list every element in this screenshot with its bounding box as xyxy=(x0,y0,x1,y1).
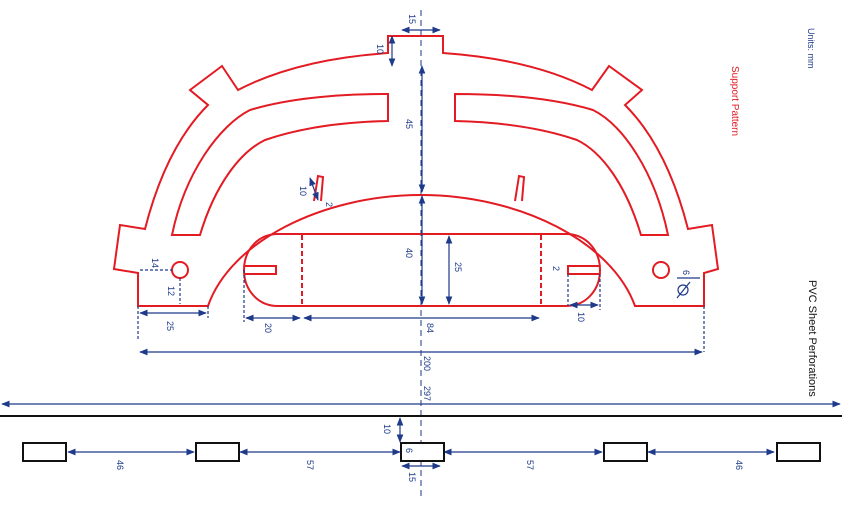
dim-84: 84 xyxy=(425,323,435,333)
strip-left-notch xyxy=(244,265,277,275)
dim-40: 40 xyxy=(404,248,414,258)
perforation-1 xyxy=(22,442,67,462)
perforation-4 xyxy=(603,442,648,462)
dim-57-right: 57 xyxy=(525,460,535,470)
perforations-label: PVC Sheet Perforations xyxy=(806,280,818,397)
strip-right-notch xyxy=(567,265,600,275)
dim-14: 14 xyxy=(150,258,160,268)
dim-10-slot: 10 xyxy=(298,186,308,196)
dim-15-top: 15 xyxy=(407,14,417,24)
perforation-5 xyxy=(776,442,821,462)
dim-6-perf: 6 xyxy=(404,448,414,453)
right-slot xyxy=(514,174,526,202)
dim-45: 45 xyxy=(404,119,414,129)
support-outer-outline xyxy=(112,35,720,307)
dim-10-top: 10 xyxy=(375,44,385,54)
support-strip xyxy=(242,233,602,307)
dim-20: 20 xyxy=(263,323,273,333)
dim-10-perf: 10 xyxy=(382,424,392,434)
dim-2-slot: 2 xyxy=(324,202,334,207)
support-left-cutout xyxy=(170,92,389,236)
perforation-2 xyxy=(195,442,240,462)
dim-297: 297 xyxy=(422,386,432,401)
dim-15-perf: 15 xyxy=(407,472,417,482)
left-hole xyxy=(171,261,189,279)
dim-10-right: 10 xyxy=(576,312,586,322)
dim-6-hole-diag xyxy=(676,281,691,299)
units-label: Units: mm xyxy=(806,28,816,69)
dim-200: 200 xyxy=(422,356,432,371)
left-slot xyxy=(313,174,325,202)
support-right-cutout xyxy=(454,92,670,236)
perforation-3 xyxy=(400,442,445,462)
dim-57-left: 57 xyxy=(305,460,315,470)
support-pattern xyxy=(112,35,720,307)
dim-6-hole: 6 xyxy=(681,270,691,275)
right-hole xyxy=(652,261,670,279)
dim-25-left: 25 xyxy=(165,321,175,331)
dim-2-right: 2 xyxy=(551,266,561,271)
dim-10-slot-line xyxy=(309,177,319,201)
dim-46-right: 46 xyxy=(734,460,744,470)
dim-12: 12 xyxy=(166,286,176,296)
dim-46-left: 46 xyxy=(115,460,125,470)
dim-6-hole-symbol xyxy=(677,284,689,296)
dim-25-inner: 25 xyxy=(453,262,463,272)
support-pattern-label: Support Pattern xyxy=(729,66,740,136)
